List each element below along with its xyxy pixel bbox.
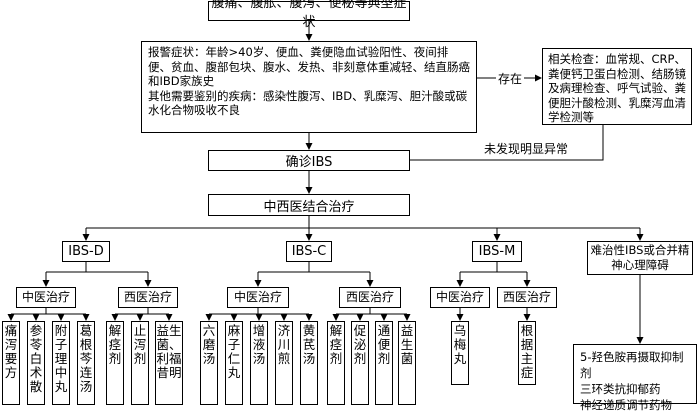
- refractory-ibs-box: 难治性IBS或合并精神心理障碍: [587, 241, 693, 275]
- ibs-m-wm-text: 西医治疗: [502, 290, 551, 304]
- d-wm-item-text: 益生菌、利福昔明: [156, 323, 182, 380]
- top-symptom-text: 腹痛、腹胀、腹泻、便秘等典型症状: [211, 0, 407, 30]
- ibs-d-tcm-text: 中医治疗: [21, 290, 70, 304]
- c-tcm-item-text: 黄芪汤: [302, 323, 316, 366]
- c-tcm-item-text: 麻子仁丸: [227, 323, 241, 380]
- ibs-d-wm-box: 西医治疗: [118, 287, 178, 308]
- ibs-m-tcm-text: 中医治疗: [435, 290, 484, 304]
- c-tcm-item: 麻子仁丸: [225, 321, 243, 405]
- d-tcm-item-text: 葛根芩连汤: [79, 323, 93, 394]
- alarm-symptoms-text: 报警症状：年龄>40岁、便血、粪便隐血试验阳性、夜间排便、贫血、腹部包块、腹水、…: [148, 45, 470, 88]
- diagnosis-text: 确诊IBS: [285, 155, 333, 170]
- d-tcm-item-text: 附子理中丸: [54, 323, 68, 394]
- d-wm-item: 益生菌、利福昔明: [155, 321, 183, 405]
- m-wm-item-text: 根据主症: [520, 323, 534, 380]
- alarm-symptoms-box: 报警症状：年龄>40岁、便血、粪便隐血试验阳性、夜间排便、贫血、腹部包块、腹水、…: [141, 41, 477, 133]
- c-tcm-item: 济川煎: [275, 321, 293, 405]
- ibs-d-tcm-box: 中医治疗: [16, 287, 76, 308]
- differential-diagnosis-text: 其他需要鉴别的疾病：感染性腹泻、IBD、乳糜泻、胆汁酸或碳水化合物吸收不良: [148, 88, 468, 118]
- type-ibs-d-text: IBS-D: [68, 244, 104, 259]
- c-tcm-item: 黄芪汤: [300, 321, 318, 405]
- ibs-d-wm-text: 西医治疗: [123, 290, 172, 304]
- c-tcm-item-text: 济川煎: [277, 323, 291, 366]
- c-tcm-item: 增液汤: [250, 321, 268, 405]
- top-symptom-box: 腹痛、腹胀、腹泻、便秘等典型症状: [208, 0, 410, 30]
- c-wm-item-text: 通便剂: [377, 323, 391, 366]
- d-wm-item-text: 止泻剂: [133, 323, 147, 366]
- m-tcm-item-text: 乌梅丸: [453, 323, 467, 366]
- d-tcm-item: 痛泻要方: [2, 321, 20, 405]
- type-ibs-m-box: IBS-M: [472, 241, 522, 262]
- refractory-treatment-line: 神经递质调节药物: [580, 398, 672, 412]
- c-wm-item-text: 促泌剂: [353, 323, 367, 366]
- type-ibs-d-box: IBS-D: [62, 241, 110, 262]
- c-tcm-item-text: 增液汤: [252, 323, 266, 366]
- m-tcm-item: 乌梅丸: [451, 321, 469, 385]
- ibs-c-tcm-box: 中医治疗: [227, 287, 289, 308]
- refractory-treatment-line: 5-羟色胺再摄取抑制剂: [580, 350, 684, 380]
- d-tcm-item: 参苓白术散: [27, 321, 45, 405]
- ibs-m-wm-box: 西医治疗: [497, 287, 557, 308]
- d-wm-item: 解痉剂: [106, 321, 124, 405]
- ibs-m-tcm-box: 中医治疗: [430, 287, 490, 308]
- d-tcm-item-text: 痛泻要方: [4, 323, 18, 380]
- d-wm-item: 止泻剂: [131, 321, 149, 405]
- c-wm-item: 通便剂: [375, 321, 393, 405]
- c-tcm-item-text: 六磨汤: [202, 323, 216, 366]
- related-checks-box: 相关检查：血常规、CRP、粪便钙卫蛋白检测、结肠镜及病理检查、呼气试验、粪便胆汁…: [542, 48, 692, 125]
- diagnosis-box: 确诊IBS: [208, 150, 410, 171]
- type-ibs-m-text: IBS-M: [478, 244, 516, 259]
- exists-label: 存在: [496, 70, 525, 87]
- refractory-ibs-text: 难治性IBS或合并精神心理障碍: [590, 243, 690, 272]
- integrated-treatment-box: 中西医结合治疗: [208, 194, 410, 216]
- c-tcm-item: 六磨汤: [200, 321, 218, 405]
- d-wm-item-text: 解痉剂: [108, 323, 122, 366]
- c-wm-item-text: 解痉剂: [329, 323, 343, 366]
- integrated-treatment-text: 中西医结合治疗: [263, 199, 355, 215]
- c-wm-item-text: 益生菌: [400, 323, 414, 366]
- ibs-c-wm-box: 西医治疗: [339, 287, 401, 308]
- c-wm-item: 益生菌: [398, 321, 416, 405]
- d-tcm-item-text: 参苓白术散: [29, 323, 43, 394]
- ibs-c-wm-text: 西医治疗: [345, 290, 394, 304]
- ibs-c-tcm-text: 中医治疗: [233, 290, 282, 304]
- no-abnormal-label: 未发现明显异常: [482, 140, 571, 157]
- refractory-treatment-line: 三环类抗抑郁药: [580, 382, 661, 396]
- c-wm-item: 解痉剂: [327, 321, 345, 405]
- d-tcm-item: 附子理中丸: [52, 321, 70, 405]
- d-tcm-item: 葛根芩连汤: [77, 321, 95, 405]
- refractory-treatment-box: 5-羟色胺再摄取抑制剂 三环类抗抑郁药 神经递质调节药物: [573, 344, 697, 412]
- type-ibs-c-box: IBS-C: [286, 241, 332, 262]
- related-checks-text: 相关检查：血常规、CRP、粪便钙卫蛋白检测、结肠镜及病理检查、呼气试验、粪便胆汁…: [548, 52, 686, 124]
- c-wm-item: 促泌剂: [351, 321, 369, 405]
- m-wm-item: 根据主症: [518, 321, 536, 385]
- type-ibs-c-text: IBS-C: [291, 244, 327, 259]
